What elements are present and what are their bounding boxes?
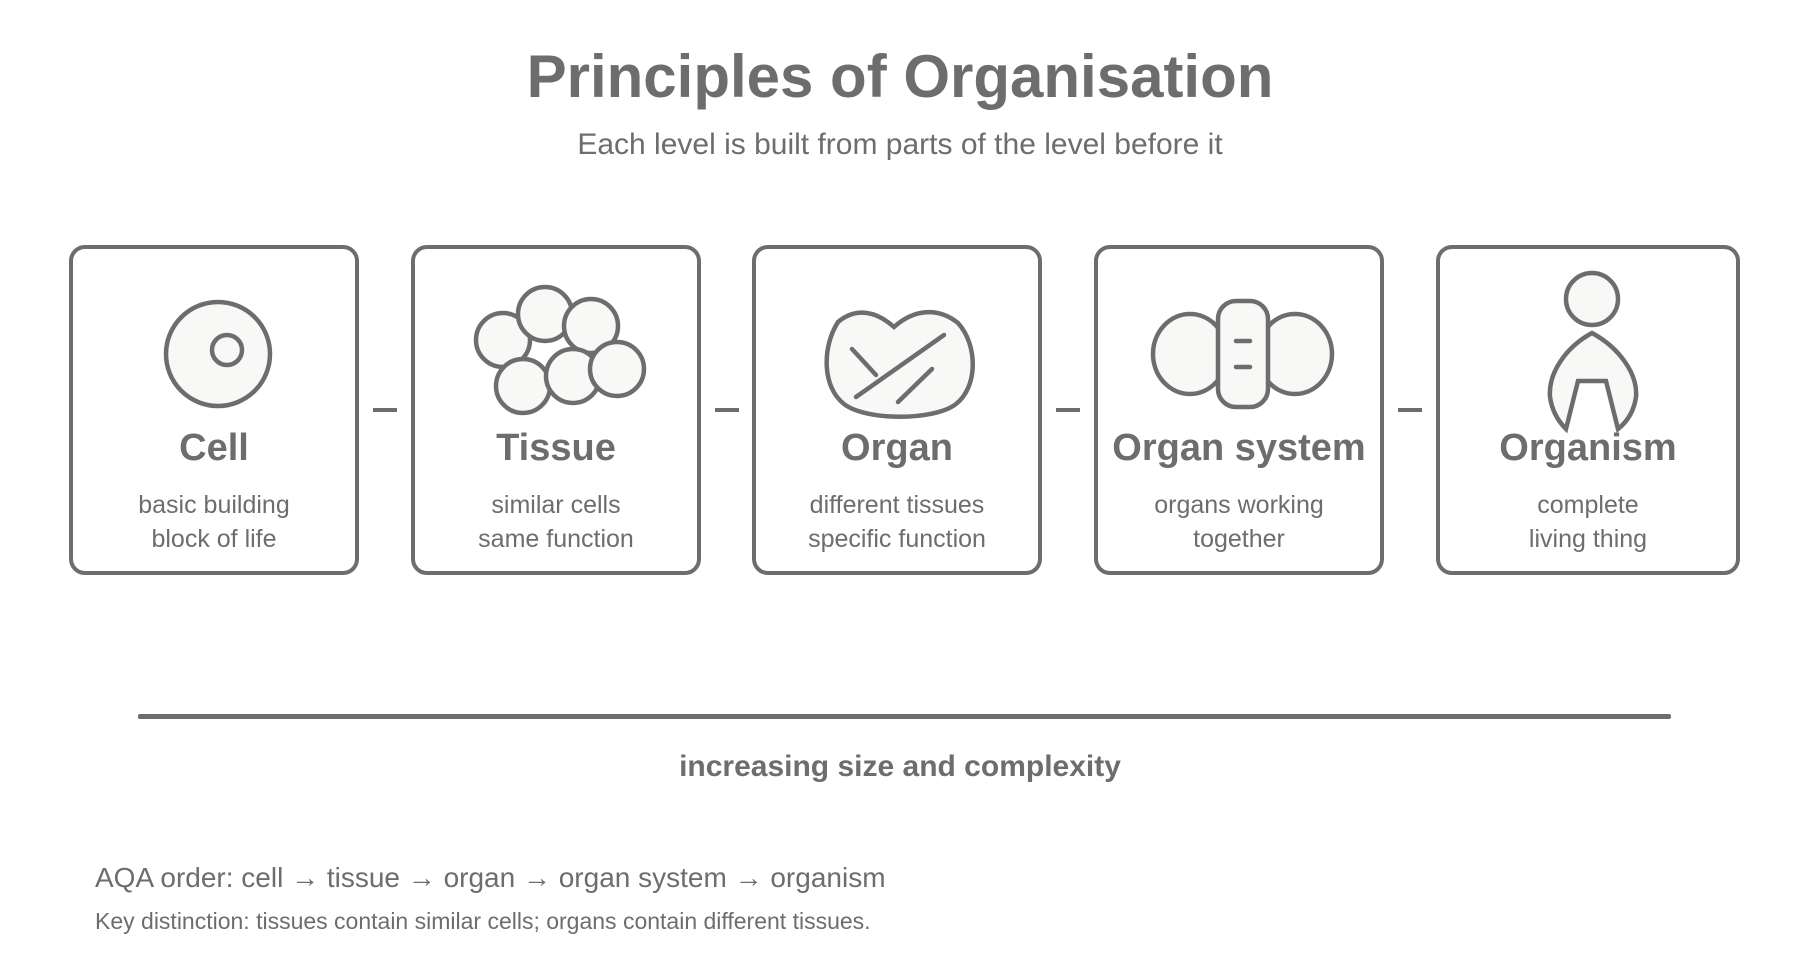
cell-icon bbox=[163, 299, 273, 409]
organ-icon bbox=[824, 309, 975, 419]
tissue-icon bbox=[473, 284, 647, 416]
level-label-organism: Organism bbox=[1499, 427, 1677, 469]
connector bbox=[1056, 408, 1080, 412]
scale-line bbox=[138, 714, 1671, 719]
level-desc-tissue-line1: similar cells bbox=[491, 491, 621, 519]
level-desc-cell-line2: block of life bbox=[151, 525, 277, 553]
page-title: Principles of Organisation bbox=[526, 43, 1274, 110]
level-desc-organ-line2: specific function bbox=[808, 525, 986, 553]
level-desc-organism-line2: living thing bbox=[1528, 525, 1648, 553]
organism-icon bbox=[1547, 270, 1639, 434]
level-desc-cell-line1: basic building bbox=[138, 491, 290, 519]
page-subtitle: Each level is built from parts of the le… bbox=[577, 128, 1223, 161]
level-box-cell: Cell basic building block of life bbox=[69, 245, 359, 575]
level-label-organ-system: Organ system bbox=[1112, 427, 1366, 469]
distinction-note: Key distinction: tissues contain similar… bbox=[95, 908, 871, 934]
level-label-cell: Cell bbox=[179, 427, 249, 469]
level-label-organ: Organ bbox=[841, 427, 953, 469]
order-note: AQA order: cell → tissue → organ → organ… bbox=[95, 862, 886, 893]
level-desc-organ-line1: different tissues bbox=[809, 491, 985, 519]
connector bbox=[373, 408, 397, 412]
level-desc-organ-system-line1: organs working bbox=[1154, 491, 1324, 519]
level-box-organ-system: Organ system organs working together bbox=[1094, 245, 1384, 575]
level-desc-organism-line1: complete bbox=[1537, 491, 1639, 519]
level-desc-organ-system-line2: together bbox=[1193, 525, 1285, 553]
level-label-tissue: Tissue bbox=[496, 427, 616, 469]
level-box-organ: Organ different tissues specific functio… bbox=[752, 245, 1042, 575]
connector bbox=[715, 408, 739, 412]
scale-label: increasing size and complexity bbox=[679, 750, 1121, 783]
level-box-tissue: Tissue similar cells same function bbox=[411, 245, 701, 575]
level-box-organism: Organism complete living thing bbox=[1436, 245, 1740, 575]
connector bbox=[1398, 408, 1422, 412]
organ-system-icon bbox=[1150, 298, 1335, 410]
level-desc-tissue-line2: same function bbox=[478, 525, 634, 553]
